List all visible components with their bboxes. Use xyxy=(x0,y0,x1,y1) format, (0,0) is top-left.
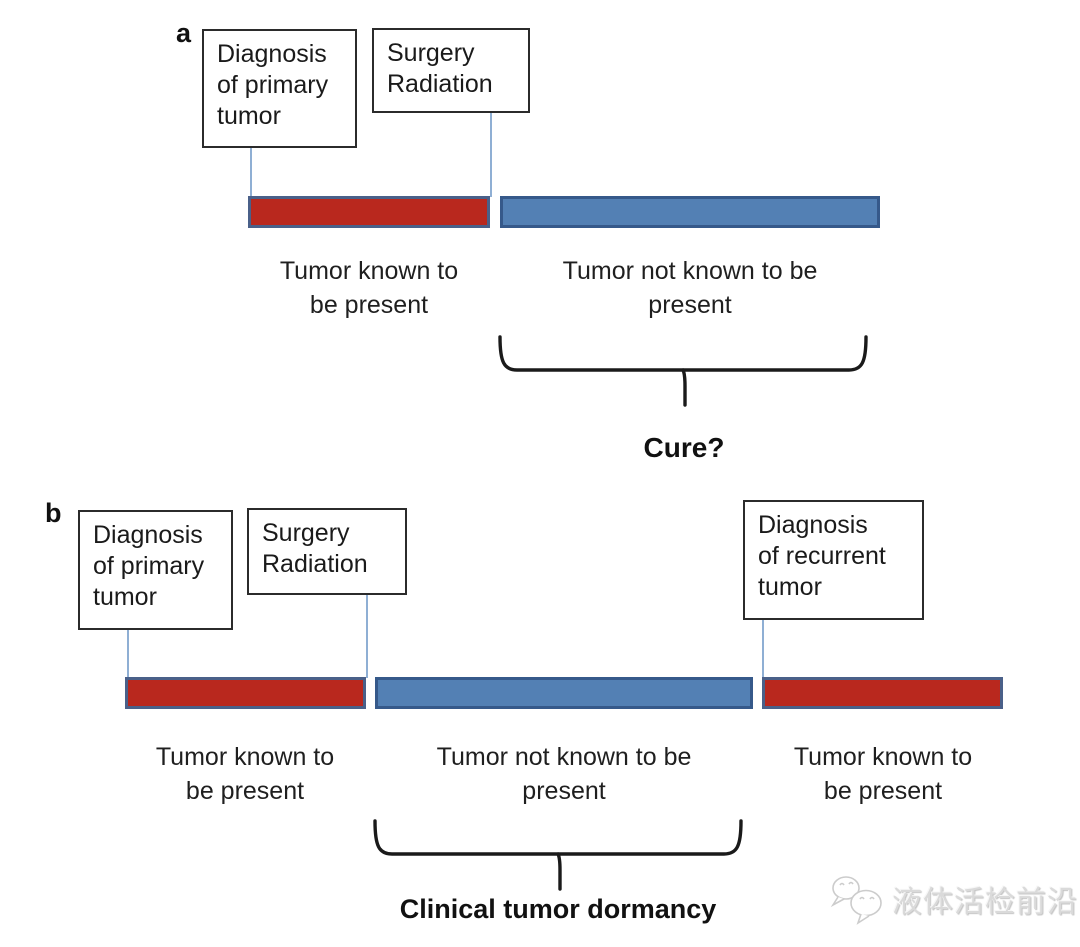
panel-b-letter: b xyxy=(45,498,62,528)
panel-b-bar-tumor-present-right xyxy=(762,677,1003,709)
panel-a-underbrace xyxy=(498,335,868,407)
watermark-text: 液体活检前沿 xyxy=(892,886,1078,919)
panel-a-bar-tumor-present xyxy=(248,196,490,228)
panel-a-box-diagnosis-primary: Diagnosis of primary tumor xyxy=(202,29,357,148)
panel-b-underbrace xyxy=(373,819,743,891)
panel-a-connector-surgery xyxy=(490,113,492,197)
panel-a-letter: a xyxy=(176,18,192,48)
panel-b-box-surgery-radiation: Surgery Radiation xyxy=(247,508,407,595)
panel-b-label-known-left: Tumor known to be present xyxy=(155,743,335,805)
panel-b-box-diagnosis-recurrent: Diagnosis of recurrent tumor xyxy=(743,500,924,620)
panel-b-label-not-known: Tumor not known to be present xyxy=(436,743,692,805)
watermark: 液体活检前沿 xyxy=(824,868,1078,930)
panel-a-label-not-known: Tumor not known to be present xyxy=(562,257,818,319)
panel-a-connector-diagnosis xyxy=(250,148,252,197)
panel-a-box-surgery-radiation: Surgery Radiation xyxy=(372,28,530,113)
panel-b-box-diagnosis-primary: Diagnosis of primary tumor xyxy=(78,510,233,630)
panel-a-label-known: Tumor known to be present xyxy=(279,257,459,319)
panel-b-connector-surgery xyxy=(366,595,368,678)
wechat-bubbles-icon xyxy=(830,876,882,925)
panel-a-bar-tumor-not-known xyxy=(500,196,880,228)
panel-b-bar-tumor-present-left xyxy=(125,677,366,709)
panel-b-bar-tumor-not-known xyxy=(375,677,753,709)
panel-b-connector-recurrent xyxy=(762,620,764,678)
panel-b-caption-dormancy: Clinical tumor dormancy xyxy=(399,894,717,924)
panel-b-label-known-right: Tumor known to be present xyxy=(793,743,973,805)
panel-b-connector-diagnosis xyxy=(127,630,129,678)
panel-a-caption-cure: Cure? xyxy=(643,432,725,463)
